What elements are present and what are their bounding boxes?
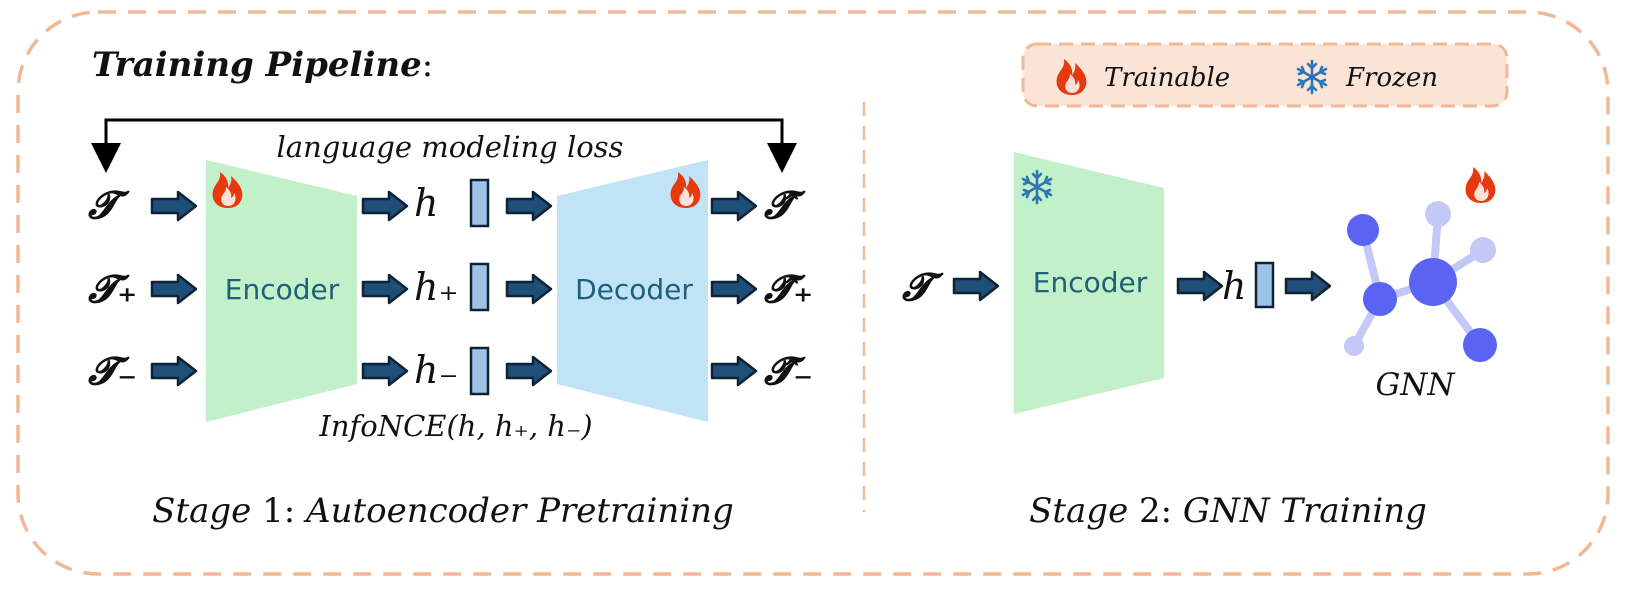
decoder-block (557, 160, 708, 422)
output-t-hat-plus: 𝓣̂₊ (764, 266, 813, 311)
gnn-node (1347, 214, 1379, 246)
gnn-graph (1344, 201, 1497, 362)
stage2-encoder-label: Encoder (1033, 266, 1148, 299)
arrow-icon (361, 355, 409, 387)
arrow-icon (505, 355, 553, 387)
output-t-hat: 𝓣̂ (764, 182, 806, 227)
embedding-vector (469, 346, 490, 396)
hidden-h: h (414, 181, 438, 225)
stage1-caption: Stage 1: Autoencoder Pretraining (152, 491, 734, 531)
gnn-label: GNN (1375, 367, 1456, 403)
gnn-node (1470, 237, 1496, 263)
loss-label: language modeling loss (277, 130, 624, 164)
hidden-h-minus: h₋ (414, 348, 459, 392)
stage2-embedding-vector (1254, 261, 1275, 309)
gnn-node (1363, 282, 1397, 316)
loss-bracket (91, 118, 797, 173)
hidden-h-plus: h₊ (414, 265, 459, 309)
gnn-node (1344, 336, 1364, 356)
arrow-icon (361, 190, 409, 222)
pipeline-title: Training Pipeline: (92, 45, 433, 85)
arrow-icon (505, 273, 553, 305)
input-t-minus: 𝓣₋ (88, 348, 137, 393)
arrow-icon (361, 273, 409, 305)
decoder-label: Decoder (575, 273, 693, 306)
input-t-plus: 𝓣₊ (88, 266, 137, 311)
outer-border (16, 10, 1610, 576)
gnn-node (1425, 201, 1451, 227)
encoder-label: Encoder (225, 273, 340, 306)
stage2-hidden-h: h (1222, 264, 1246, 308)
input-t: 𝓣 (88, 182, 130, 227)
flame-icon (1465, 167, 1496, 203)
arrow-icon (952, 270, 1000, 302)
arrow-icon (150, 190, 198, 222)
gnn-node (1409, 258, 1457, 306)
embedding-vector (469, 262, 490, 312)
output-t-hat-minus: 𝓣̂₋ (764, 348, 813, 393)
stage2-input-t: 𝓣 (902, 264, 944, 309)
encoder-block (206, 160, 357, 422)
arrow-icon (150, 355, 198, 387)
arrow-icon (505, 190, 553, 222)
gnn-node (1463, 328, 1497, 362)
legend: Trainable Frozen (1021, 42, 1509, 108)
arrow-icon (710, 190, 758, 222)
arrow-icon (150, 273, 198, 305)
embedding-vector (469, 178, 490, 228)
arrow-icon (1284, 270, 1332, 302)
arrow-icon (1176, 270, 1224, 302)
arrow-icon (710, 355, 758, 387)
stage2-encoder-block (1014, 152, 1164, 414)
legend-trainable-label: Trainable (1104, 63, 1230, 93)
legend-frozen-label: Frozen (1345, 63, 1438, 93)
arrow-icon (710, 273, 758, 305)
infonce-label: InfoNCE(h, h₊, h₋) (318, 409, 592, 443)
stage2-caption: Stage 2: GNN Training (1029, 491, 1427, 531)
